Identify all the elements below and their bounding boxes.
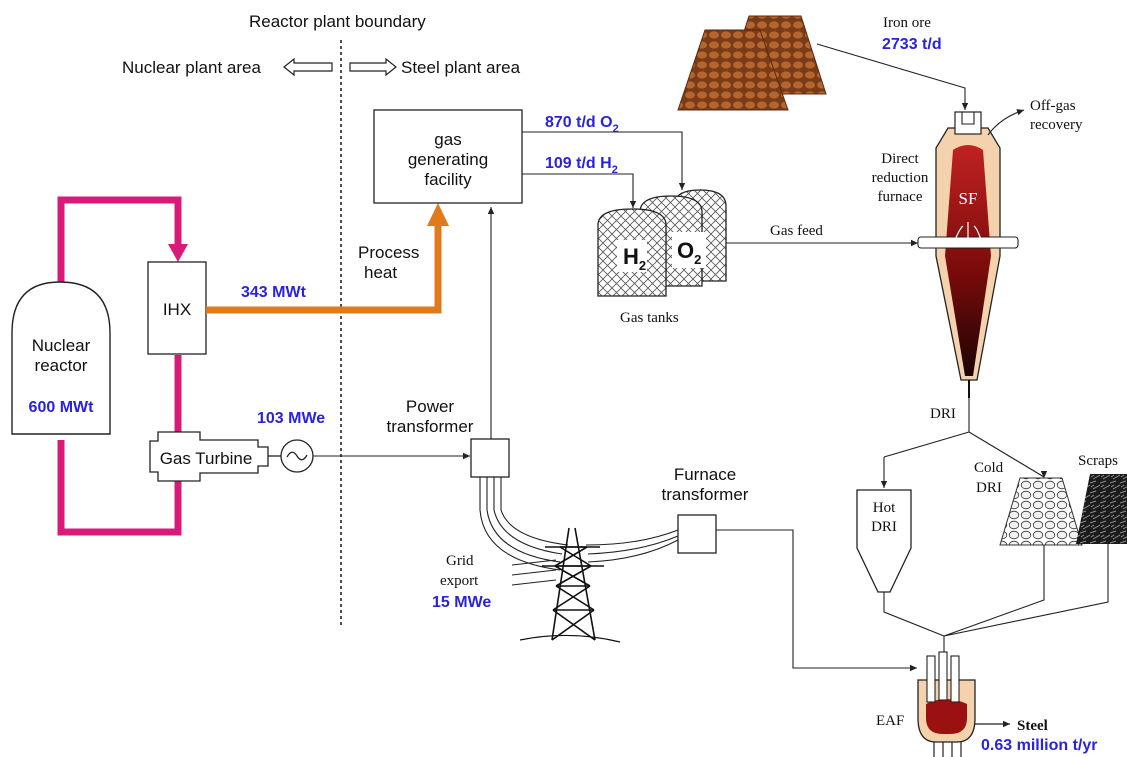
hot-dri-hopper: [856, 489, 912, 593]
eaf-feed-lines: [883, 544, 1109, 668]
iron-ore-feed-line: [816, 43, 969, 110]
power-transformer-line1: Power: [406, 397, 455, 416]
dri-split-lines: [883, 398, 1045, 478]
steel-area-label: Steel plant area: [401, 58, 521, 77]
scraps-pile: [1076, 474, 1127, 544]
gas-facility-line3: facility: [424, 170, 472, 189]
iron-ore-amount: 2733 t/d: [882, 36, 942, 53]
ihx-box: [147, 261, 207, 355]
steel-output-amount: 0.63 million t/yr: [981, 737, 1097, 754]
furnace-name-line2: reduction: [872, 170, 929, 186]
right-hollow-arrow-icon: [349, 57, 397, 77]
o2-tank-label: O2: [677, 238, 701, 267]
cold-dri-pile: [999, 477, 1083, 546]
furnace-transformer-box: [677, 514, 717, 554]
h2-tank-label: H2: [623, 244, 646, 273]
o2-amount: 870 t/d O2: [545, 114, 619, 135]
furnace-name-line3: furnace: [878, 189, 923, 205]
transmission-tower-icon: [519, 527, 621, 643]
power-transformer-box: [470, 438, 510, 478]
reactor-label-line2: reactor: [35, 356, 88, 375]
gas-generating-facility-box: [373, 109, 523, 204]
sf-label: SF: [959, 189, 978, 208]
steel-product-label: Steel: [1017, 718, 1048, 734]
process-heat-arrowhead-icon: [427, 203, 449, 226]
grid-export-cables: [479, 477, 679, 586]
furnace-transformer-line1: Furnace: [674, 465, 736, 484]
h2-output-line: [522, 173, 637, 208]
nuclear-area-label: Nuclear plant area: [122, 58, 261, 77]
furnace-transformer-to-eaf-line: [716, 529, 917, 672]
furnace-name-line1: Direct: [881, 151, 919, 167]
boundary-title: Reactor plant boundary: [249, 12, 426, 31]
ihx-heat-value: 343 MWt: [241, 284, 307, 301]
gas-facility-line1: gas: [434, 130, 461, 149]
iron-ore-pile-front: [677, 29, 789, 111]
furnace-transformer-line2: transformer: [662, 485, 749, 504]
power-transformer-line2: transformer: [387, 417, 474, 436]
ihx-label: IHX: [163, 300, 191, 319]
grid-label-line1: Grid: [446, 553, 474, 569]
h2-amount: 109 t/d H2: [545, 155, 618, 176]
dri-label: DRI: [930, 406, 956, 422]
offgas-label-line1: Off-gas: [1030, 98, 1076, 114]
process-heat-line: [206, 224, 442, 314]
ac-sine-icon: [286, 451, 308, 461]
o2-output-line: [522, 131, 686, 190]
reactor-label-line1: Nuclear: [32, 336, 91, 355]
primary-coolant-loop: [57, 196, 182, 300]
cold-dri-line2: DRI: [976, 480, 1002, 496]
primary-coolant-return: [57, 355, 182, 536]
gas-tanks-label: Gas tanks: [620, 310, 679, 326]
gas-turbine-body: [149, 431, 269, 482]
nuclear-reactor-vessel: [11, 281, 111, 435]
scraps-label: Scraps: [1078, 453, 1118, 469]
cold-dri-line1: Cold: [974, 460, 1004, 476]
hot-dri-line1: Hot: [873, 500, 896, 516]
left-hollow-arrow-icon: [283, 57, 333, 77]
process-heat-label-line2: heat: [364, 263, 397, 282]
gas-turbine-label: Gas Turbine: [160, 449, 253, 468]
direct-reduction-furnace: [917, 111, 1019, 398]
gas-tanks: [597, 189, 727, 297]
turbine-electric-value: 103 MWe: [257, 410, 325, 427]
gas-feed-label: Gas feed: [770, 223, 823, 239]
eaf-label: EAF: [876, 713, 904, 729]
hot-dri-line2: DRI: [871, 519, 897, 535]
offgas-line: [987, 109, 1025, 136]
electric-arc-furnace: [917, 651, 976, 757]
grid-label-line2: export: [440, 573, 479, 589]
iron-ore-label: Iron ore: [883, 15, 931, 31]
gas-facility-line2: generating: [408, 150, 488, 169]
reactor-power-value: 600 MWt: [29, 399, 95, 416]
primary-loop-arrowhead-icon: [168, 244, 188, 262]
offgas-label-line2: recovery: [1030, 117, 1083, 133]
grid-export-value: 15 MWe: [432, 594, 491, 611]
process-heat-label-line1: Process: [358, 243, 419, 262]
